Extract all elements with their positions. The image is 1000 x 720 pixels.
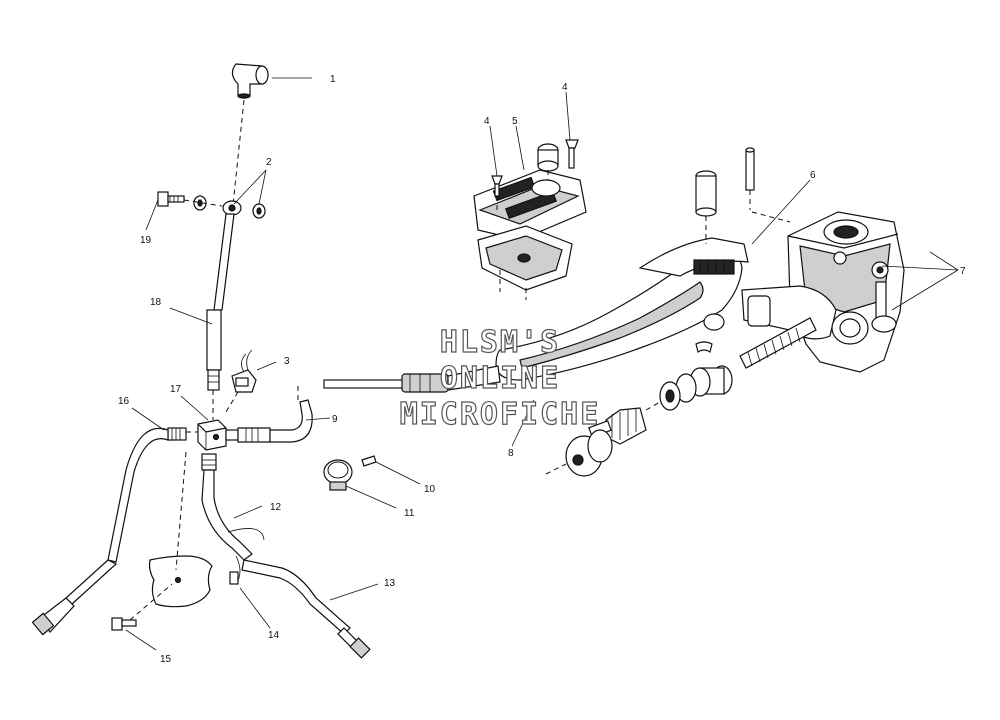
callout-15: 15 (160, 654, 172, 665)
part-3-switch (231, 349, 257, 393)
callout-9: 9 (332, 414, 338, 425)
centerline-15 (175, 451, 187, 571)
part-5-reservoir-cover (473, 143, 587, 291)
part-7-master-cylinder (741, 211, 905, 373)
plunger-cap (565, 429, 613, 477)
callout-11: 11 (404, 508, 415, 519)
part-15-bolt (111, 617, 137, 631)
part-8-brake-lever (495, 237, 749, 381)
callout-4b: 4 (562, 82, 568, 93)
part-13-lower-hose (241, 559, 371, 659)
part-11-clamp (323, 459, 353, 491)
watermark: HLSM'S ONLINE MICROFICHE (399, 324, 601, 432)
callout-12: 12 (270, 502, 282, 513)
callout-8: 8 (508, 448, 514, 459)
part-18-upper-hose (206, 200, 242, 391)
callout-13: 13 (384, 578, 396, 589)
callout-19: 19 (140, 235, 152, 246)
centerline-19 (183, 199, 223, 207)
callout-4a: 4 (484, 116, 490, 127)
part-12-lower-hose (201, 453, 265, 585)
centerline-plunger (545, 463, 567, 475)
watermark-line-3: MICROFICHE (400, 397, 601, 432)
callout-7: 7 (960, 266, 966, 277)
part-19-bolt (157, 191, 185, 207)
callout-1: 1 (330, 74, 336, 85)
callout-14: 14 (268, 630, 280, 641)
callout-labels: 1 2 19 18 3 17 16 9 10 11 12 13 14 15 4 … (118, 74, 966, 665)
centerline-6c (751, 211, 791, 223)
callout-3: 3 (284, 356, 290, 367)
part-4-screws (491, 139, 579, 197)
centerline-15b (129, 583, 173, 621)
callout-18: 18 (150, 297, 162, 308)
centerline-1 (232, 99, 245, 206)
leader-3 (256, 361, 277, 371)
piston-seals (659, 365, 733, 411)
callout-17: 17 (170, 384, 182, 395)
part-17-junction-block (197, 419, 227, 451)
callout-6: 6 (810, 170, 816, 181)
part-8-cable (323, 365, 501, 393)
callout-5: 5 (512, 116, 518, 127)
watermark-line-1: HLSM'S (440, 325, 560, 360)
part-1-tee-fitting (231, 63, 269, 99)
centerline-3 (225, 391, 239, 413)
callout-16: 16 (118, 396, 130, 407)
part-9-fitting (225, 399, 313, 443)
part-14-clip (229, 571, 239, 585)
leader-lines (125, 91, 959, 651)
part-2-washers (193, 195, 266, 219)
watermark-line-2: ONLINE (440, 361, 560, 396)
callout-10: 10 (424, 484, 436, 495)
part-16-left-hose (31, 427, 187, 636)
centerline-plunger-b (645, 401, 661, 411)
part-15-bracket (148, 555, 213, 608)
part-6-pins (695, 147, 755, 217)
callout-2: 2 (266, 157, 272, 168)
plunger-spring (739, 317, 817, 369)
part-10-pin (361, 455, 377, 467)
